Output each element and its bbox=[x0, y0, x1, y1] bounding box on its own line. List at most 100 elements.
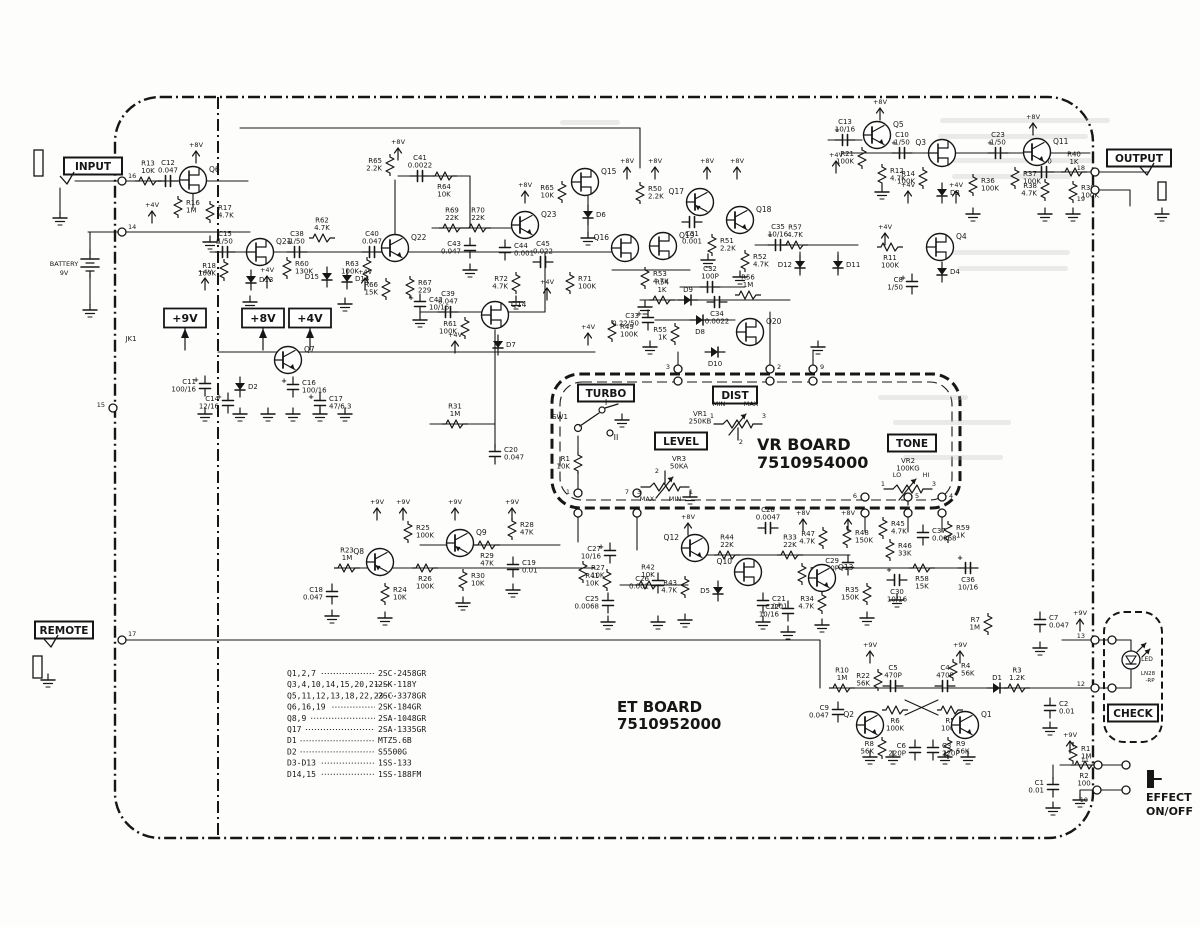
svg-text:CHECK: CHECK bbox=[1113, 708, 1153, 720]
grounds bbox=[755, 615, 771, 630]
svg-text:Q11: Q11 bbox=[1053, 137, 1069, 146]
grounds bbox=[260, 407, 276, 422]
pins: 11 bbox=[1081, 756, 1103, 770]
svg-text:R40: R40 bbox=[1067, 151, 1081, 159]
svg-text:R45: R45 bbox=[891, 520, 905, 528]
svg-text:R22: R22 bbox=[856, 672, 870, 680]
ground-icon bbox=[312, 407, 328, 422]
ground-icon bbox=[1032, 641, 1048, 656]
battery bbox=[80, 249, 100, 279]
svg-text:II: II bbox=[614, 433, 619, 442]
svg-text:0.22/50: 0.22/50 bbox=[612, 320, 639, 328]
svg-text:4.7K: 4.7K bbox=[753, 261, 769, 269]
ground-icon bbox=[862, 750, 878, 765]
pins: 15 bbox=[97, 401, 118, 413]
svg-text:1/50: 1/50 bbox=[990, 139, 1006, 147]
label-level: LEVEL bbox=[654, 431, 708, 451]
transistor-Q17: Q17 bbox=[669, 187, 715, 217]
svg-text:D15: D15 bbox=[305, 273, 319, 281]
svg-text:+4V: +4V bbox=[878, 223, 893, 231]
svg-text:C31: C31 bbox=[685, 230, 699, 238]
grounds bbox=[242, 295, 258, 310]
pins: 7 bbox=[625, 488, 642, 498]
svg-text:D1: D1 bbox=[992, 674, 1002, 682]
svg-text:Q2: Q2 bbox=[843, 710, 854, 719]
svg-text:SW1: SW1 bbox=[552, 413, 568, 421]
svg-text:LED: LED bbox=[1141, 656, 1153, 663]
svg-text:R18: R18 bbox=[202, 262, 216, 270]
rail-+8V: +8V bbox=[620, 157, 635, 180]
ground-icon bbox=[614, 413, 630, 428]
texts: 2 bbox=[655, 467, 659, 475]
grounds bbox=[780, 625, 796, 640]
rail-+8V: +8V bbox=[518, 181, 533, 204]
svg-text:0.047: 0.047 bbox=[1049, 622, 1069, 630]
texts: MIN bbox=[669, 495, 682, 503]
print-smudge bbox=[952, 158, 1092, 163]
grounds bbox=[677, 613, 693, 628]
pin-19: 19 bbox=[1077, 185, 1100, 203]
svg-text:VR2: VR2 bbox=[901, 457, 915, 465]
svg-text:R35: R35 bbox=[845, 586, 859, 594]
svg-text:1M: 1M bbox=[342, 554, 353, 562]
svg-text:+4V: +4V bbox=[901, 181, 916, 189]
svg-text:47/6.3: 47/6.3 bbox=[329, 403, 351, 411]
box-labels: INPUT bbox=[63, 156, 123, 176]
rail-+9V: +9V bbox=[396, 498, 411, 521]
svg-text:R3: R3 bbox=[1012, 667, 1021, 675]
box-labels: DIST bbox=[712, 385, 758, 405]
text-label: MAX bbox=[640, 495, 655, 503]
svg-text:JK1: JK1 bbox=[124, 335, 136, 343]
rails: +9V bbox=[370, 498, 385, 521]
box-labels: CHECK bbox=[1107, 703, 1159, 723]
pin-1: 1 bbox=[566, 488, 583, 498]
pin-17: 17 bbox=[117, 630, 136, 645]
grounds bbox=[874, 185, 890, 200]
rail-+9V: +9V bbox=[1063, 731, 1078, 754]
svg-text:+4V: +4V bbox=[297, 312, 323, 325]
ground-icon bbox=[1154, 207, 1170, 222]
svg-text:Q5: Q5 bbox=[893, 120, 904, 129]
pin-10: 10 bbox=[1080, 785, 1102, 804]
svg-text:C32: C32 bbox=[703, 265, 717, 273]
svg-text:150K: 150K bbox=[841, 594, 859, 602]
svg-text:C12: C12 bbox=[161, 159, 175, 167]
text-label: BATTERY bbox=[50, 260, 78, 268]
text-label: SW1 bbox=[552, 413, 568, 421]
rail-+4V: +4V bbox=[198, 268, 213, 291]
svg-text:C34: C34 bbox=[710, 310, 724, 318]
rail-+4V: +4V bbox=[540, 278, 555, 301]
svg-text:Q8,9: Q8,9 bbox=[287, 714, 306, 723]
rails: +4V bbox=[829, 151, 844, 174]
transistor-Q3: Q3 bbox=[915, 138, 957, 168]
texts: LN28 bbox=[1141, 671, 1156, 677]
label-dist: DIST bbox=[712, 385, 758, 405]
pin bbox=[860, 508, 870, 518]
transistor-Q23: Q23 bbox=[510, 210, 557, 240]
svg-text:3: 3 bbox=[666, 363, 670, 371]
svg-text:22K: 22K bbox=[445, 214, 459, 222]
svg-text:DIST: DIST bbox=[721, 390, 749, 402]
svg-text:+: + bbox=[598, 543, 604, 551]
ground-icon bbox=[780, 625, 796, 640]
svg-text:1M: 1M bbox=[837, 674, 848, 682]
transistor-Q15: Q15 bbox=[570, 167, 617, 197]
transistor-Q6: Q6 bbox=[178, 165, 220, 195]
pin-16: 16 bbox=[117, 172, 136, 186]
svg-text:HI: HI bbox=[923, 471, 930, 479]
transistors: Q19 bbox=[648, 231, 695, 261]
transistors: Q12 bbox=[664, 533, 710, 563]
svg-text:0.01: 0.01 bbox=[1028, 787, 1044, 795]
svg-text:+8V: +8V bbox=[681, 513, 696, 521]
text-label: 1 bbox=[689, 488, 693, 496]
svg-text:9V: 9V bbox=[60, 269, 69, 277]
